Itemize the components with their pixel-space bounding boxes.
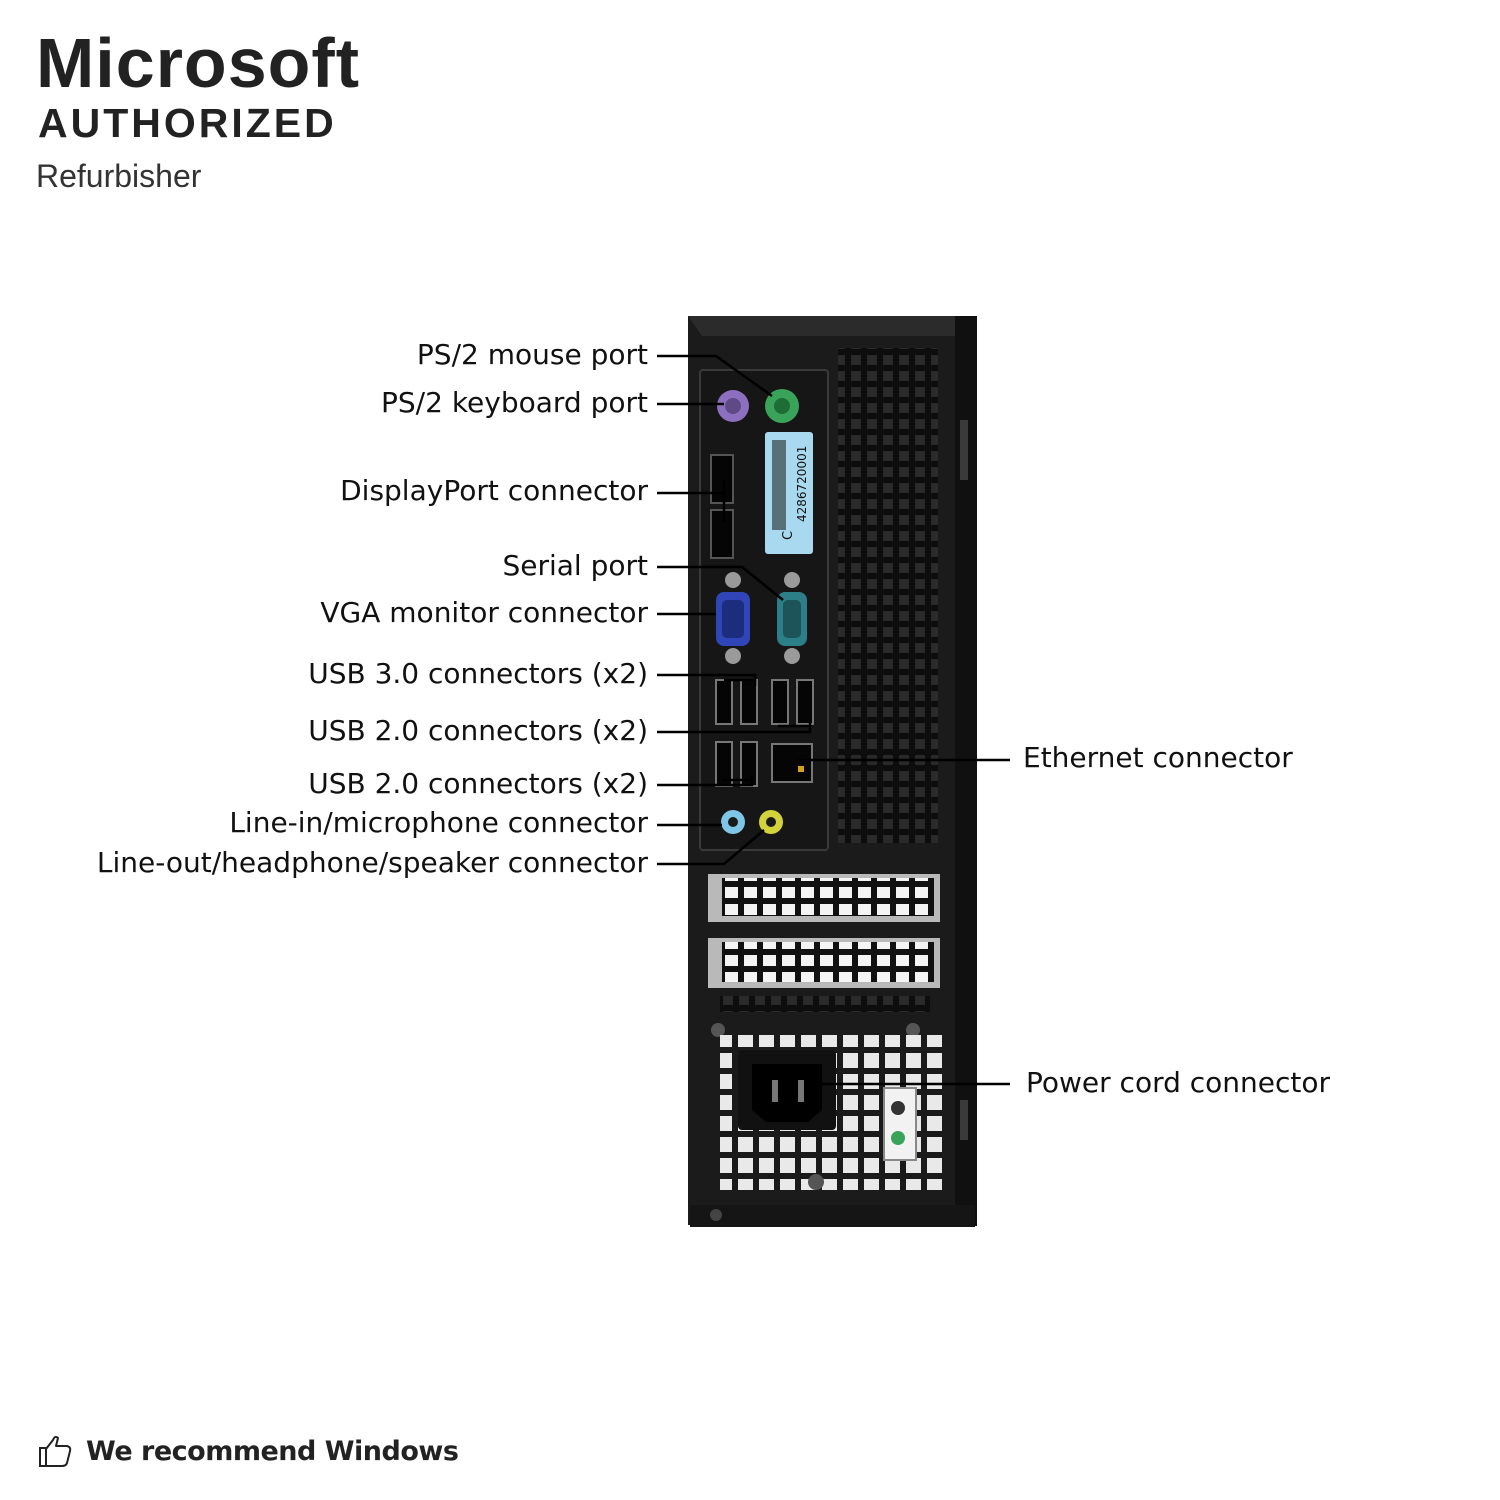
sticker-letter: C [781, 531, 796, 540]
label-ethernet-connector: Ethernet connector [1023, 741, 1293, 774]
usb-2-0-ports-top [771, 679, 814, 725]
label-displayport-connector: DisplayPort connector [340, 474, 648, 507]
ps2-mouse-port [765, 389, 799, 423]
label-line-out-connector: Line-out/headphone/speaker connector [96, 846, 648, 879]
leader-ps2-mouse [657, 354, 773, 398]
label-vga-monitor-connector: VGA monitor connector [320, 596, 648, 629]
leader-line-out [657, 829, 765, 866]
line-out-jack [759, 810, 783, 834]
power-supply [710, 1035, 942, 1221]
leader-serial [657, 565, 784, 601]
lower-vent [720, 996, 930, 1012]
label-ps2-mouse-port: PS/2 mouse port [416, 338, 648, 371]
ethernet-port [771, 743, 813, 783]
label-power-cord-connector: Power cord connector [1026, 1066, 1331, 1099]
expansion-slot-2 [708, 938, 940, 988]
label-usb-2-0-connectors-bottom: USB 2.0 connectors (x2) [308, 767, 648, 800]
vent-grille [838, 348, 938, 843]
thumbs-up-icon [39, 1435, 72, 1467]
usb-2-0-ports-bottom [715, 741, 758, 787]
label-usb-3-0-connectors: USB 3.0 connectors (x2) [308, 657, 648, 690]
sticker-code: 4286720001 [795, 446, 809, 522]
label-usb-2-0-connectors-top: USB 2.0 connectors (x2) [308, 714, 648, 747]
label-line-in-microphone-connector: Line-in/microphone connector [229, 806, 648, 839]
line-in-jack [721, 810, 745, 834]
expansion-slot-1 [708, 874, 940, 922]
brand-name: Microsoft [36, 24, 360, 102]
ps2-keyboard-port [717, 390, 749, 422]
footer: We recommend Windows [36, 1432, 459, 1470]
serial-port [777, 572, 807, 664]
leader-usb30 [657, 673, 757, 686]
brand-role: Refurbisher [36, 158, 202, 194]
displayport-connectors [710, 454, 734, 559]
vga-port [716, 572, 750, 664]
brand-badge: AUTHORIZED [38, 100, 337, 146]
label-ps2-keyboard-port: PS/2 keyboard port [381, 386, 648, 419]
microsoft-authorized-logo: Microsoft AUTHORIZED Refurbisher [36, 28, 360, 196]
serial-sticker: C 4286720001 [765, 432, 813, 554]
footer-text: We recommend Windows [86, 1435, 459, 1467]
chassis-screw-left [711, 1023, 725, 1037]
leader-lines [657, 354, 1010, 1086]
chassis-screw-right [906, 1023, 920, 1037]
label-serial-port: Serial port [502, 549, 648, 582]
